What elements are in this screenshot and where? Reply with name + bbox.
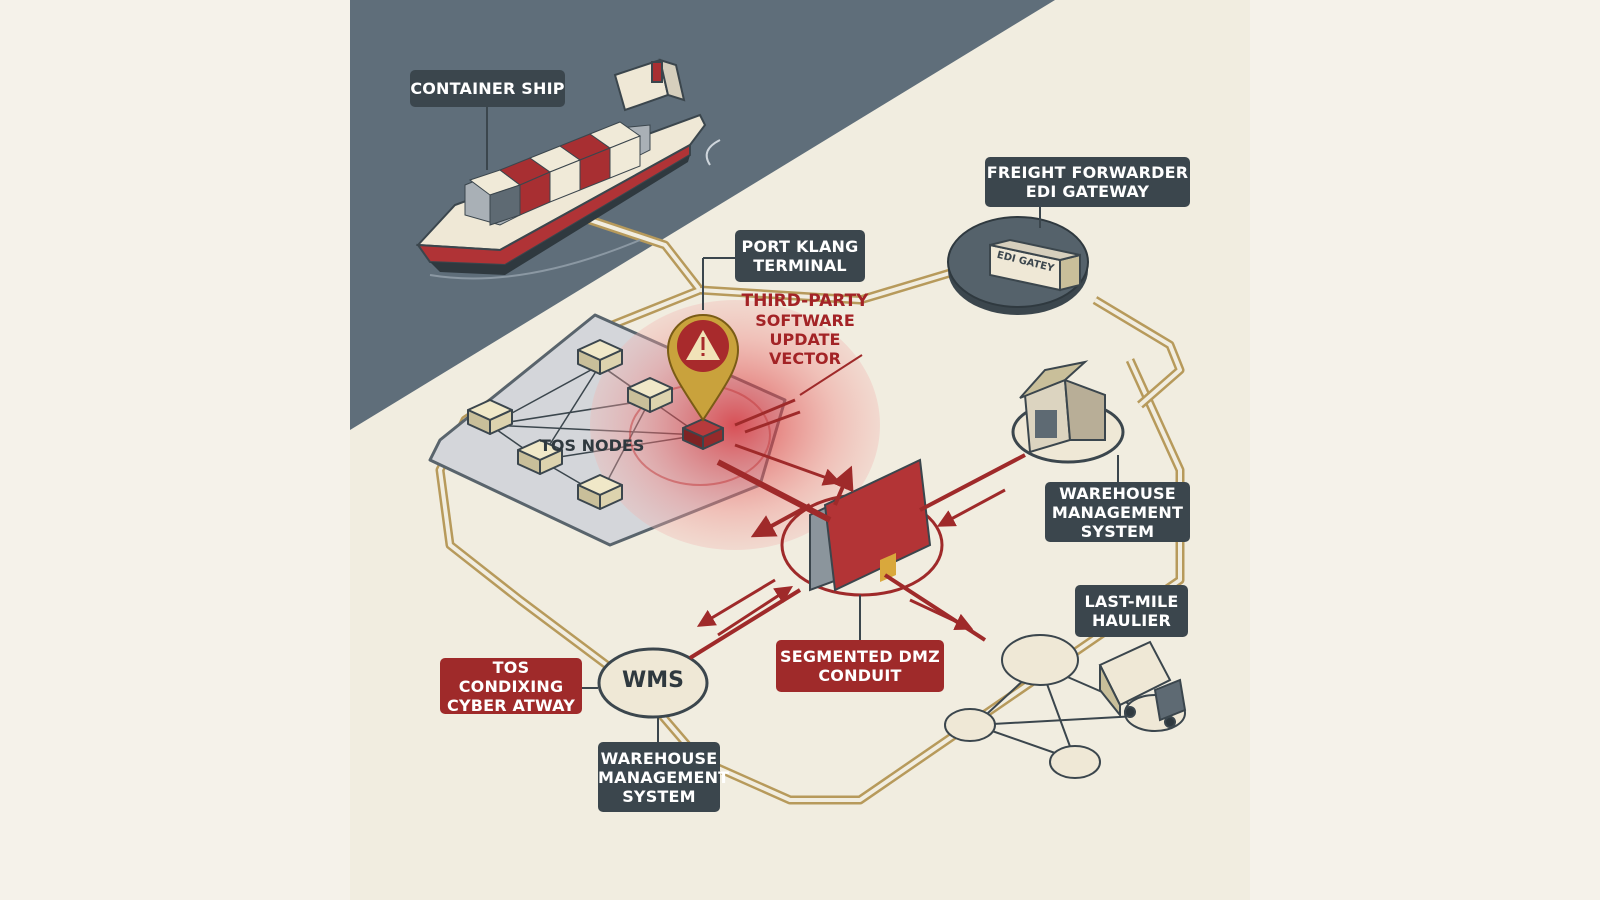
warning-icon [666,314,740,422]
truck-icon [1098,640,1187,728]
warehouse-management-right-label: WAREHOUSE MANAGEMENT SYSTEM [1045,482,1190,542]
attack-flows [688,398,1026,660]
gateway-icon [947,216,1089,315]
segmented-dmz-label: SEGMENTED DMZ CONDUIT [776,640,944,692]
tos-nodes-label: TOS NODES [540,436,645,455]
third-party-vector-label: THIRD-PARTY SOFTWARE UPDATE VECTOR [741,291,869,369]
warehouse-management-bottom-label: WAREHOUSE MANAGEMENT SYSTEM [598,742,729,812]
last-mile-haulier-label: LAST-MILE HAULIER [1075,585,1188,637]
tos-node-boxes [467,339,724,510]
freight-forwarder-label: FREIGHT FORWARDER EDI GATEWAY [985,157,1190,207]
container-ship-label: CONTAINER SHIP [410,70,565,107]
vector-leader [799,354,863,396]
haulier-network [944,634,1186,779]
sea-area [350,0,1055,430]
firewall-icon [780,458,944,597]
ship-icon [415,58,721,280]
tos-condixing-label: TOS CONDIXING CYBER ATWAY [440,658,582,715]
wms-label: WMS [621,668,684,693]
wms-node [597,647,709,719]
leader-lines [486,107,1119,742]
warehouse-icon [1011,360,1125,464]
port-klang-label: PORT KLANG TERMINAL [735,230,865,282]
